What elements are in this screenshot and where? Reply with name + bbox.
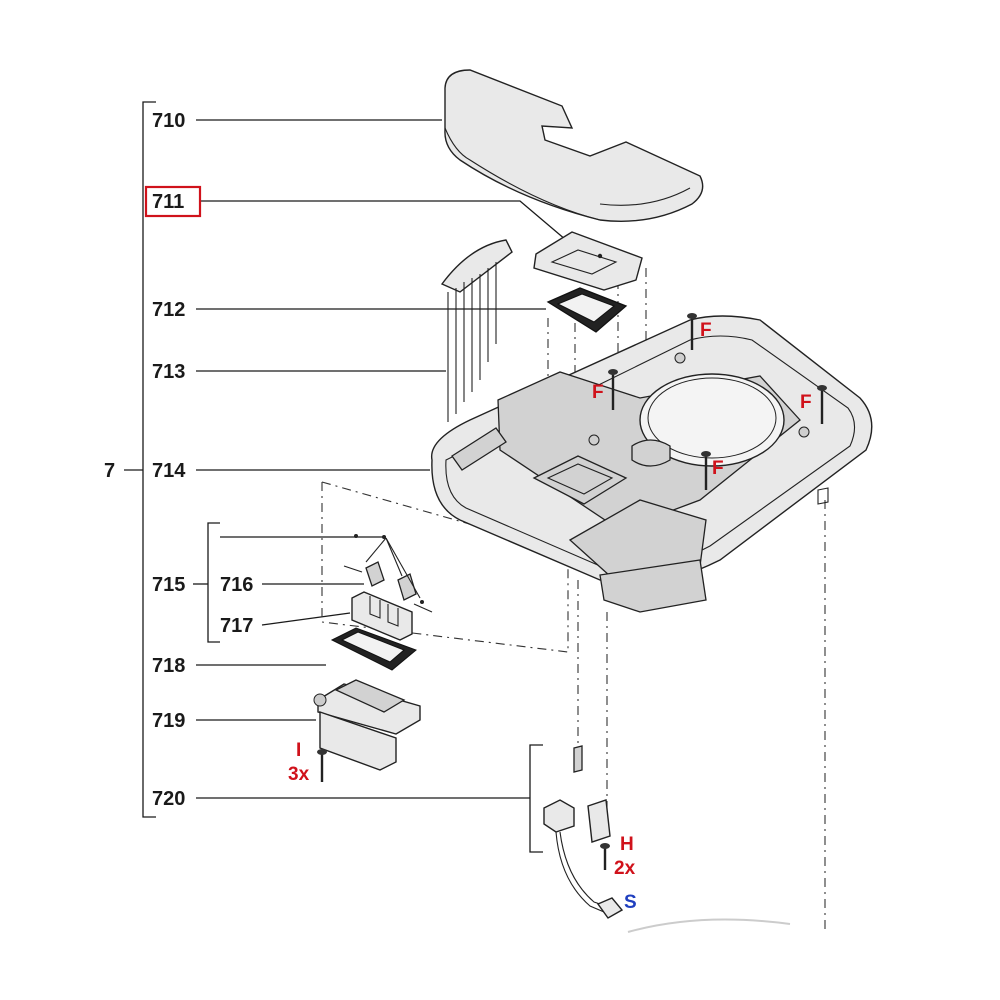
screw-group-f xyxy=(608,313,827,490)
connector-tag-s: S xyxy=(624,892,637,913)
part-label-712: 712 xyxy=(152,299,185,321)
fastener-tag-i: I xyxy=(296,740,301,761)
background-arc xyxy=(627,918,791,933)
part-label-718: 718 xyxy=(152,655,185,677)
part-label-719: 719 xyxy=(152,710,185,732)
fastener-tag-f: F xyxy=(592,382,604,403)
fastener-tag-f: F xyxy=(700,320,712,341)
part-label-714: 714 xyxy=(152,460,186,482)
part-label-717: 717 xyxy=(220,615,253,637)
part-label-716: 716 xyxy=(220,574,253,596)
subgroup-bracket-720 xyxy=(529,744,543,853)
part-label-715: 715 xyxy=(152,574,185,596)
fastener-qty-i: 3x xyxy=(288,764,310,785)
fastener-qty-h: 2x xyxy=(614,858,636,879)
screw-h xyxy=(600,843,610,870)
part-719-housing xyxy=(313,679,421,771)
highlight-box-711 xyxy=(144,185,202,218)
part-713-comb xyxy=(440,239,513,422)
group-bracket xyxy=(124,101,156,818)
screw-i xyxy=(317,749,327,782)
part-720-cable-assembly xyxy=(543,745,624,919)
part-label-711: 711 xyxy=(152,191,184,213)
part-710-top-cover xyxy=(444,69,704,222)
part-718-gasket xyxy=(330,627,417,671)
part-711-plate xyxy=(533,231,643,291)
part-712-gasket xyxy=(546,287,628,333)
fastener-tag-f: F xyxy=(800,392,812,413)
leader-lines xyxy=(196,119,567,799)
subgroup-bracket-715 xyxy=(193,522,386,643)
part-label-720: 720 xyxy=(152,788,185,810)
part-717-sensor-block xyxy=(351,591,413,641)
part-label-713: 713 xyxy=(152,361,185,383)
part-716-sensor-pair xyxy=(343,534,433,613)
part-714-base-tray xyxy=(431,315,873,613)
part-label-710: 710 xyxy=(152,110,185,132)
fastener-tag-f: F xyxy=(712,458,724,479)
group-label-7: 7 xyxy=(104,460,115,482)
fastener-tag-h: H xyxy=(620,834,634,855)
